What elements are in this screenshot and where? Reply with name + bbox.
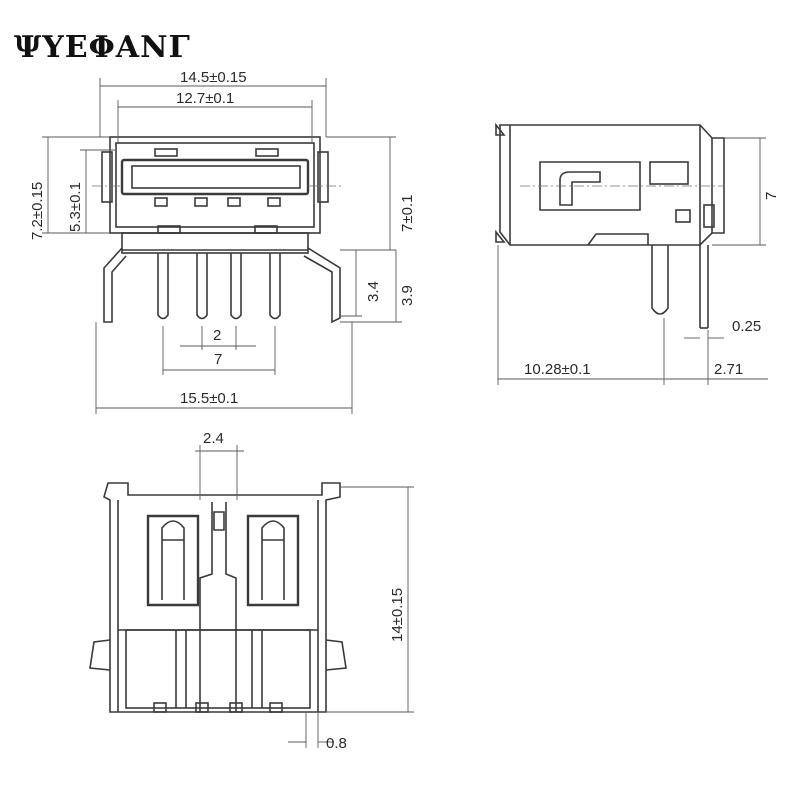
dim-top-length: 14±0.15 — [389, 588, 406, 642]
dim-pin-offset: 2.71 — [714, 361, 743, 378]
front-shell-inner — [115, 142, 315, 228]
dim-overall-height: 7.2±0.15 — [29, 182, 46, 240]
leg-left — [103, 247, 127, 323]
contact-tab — [154, 148, 178, 157]
top-pin — [195, 702, 209, 713]
dim-pin-thickness: 0.25 — [732, 318, 761, 335]
top-view: 2.4 14±0.15 0.8 — [89, 430, 414, 752]
usb-tongue — [131, 165, 301, 189]
top-frame — [103, 482, 341, 713]
top-lower-body — [125, 629, 311, 709]
front-shell — [109, 136, 321, 234]
top-center-slot — [199, 502, 213, 712]
front-view: 14.5±0.15 12.7±0.1 7.2±0.15 5.3±0.1 7±0.… — [29, 69, 416, 414]
top-clip-right — [325, 639, 347, 671]
pin — [157, 253, 169, 320]
front-flange-left — [101, 151, 113, 203]
dim-center-gap: 2.4 — [203, 430, 224, 447]
side-body — [499, 124, 725, 246]
top-latch-right — [246, 514, 300, 607]
side-pin — [651, 245, 669, 315]
dim-side-depth: 10.28±0.1 — [524, 361, 591, 378]
side-latch-window — [539, 161, 641, 211]
leg-right — [303, 247, 341, 324]
dim-pin-length-long: 3.9 — [399, 285, 416, 306]
pin — [269, 253, 281, 320]
side-opening — [649, 161, 689, 185]
top-latch-left — [146, 514, 200, 607]
front-base — [121, 232, 309, 254]
contact-tab — [227, 197, 241, 207]
contact-tab — [267, 197, 281, 207]
contact-tab — [194, 197, 208, 207]
top-spring-right — [261, 520, 285, 600]
side-opening — [675, 209, 691, 223]
top-pin — [229, 702, 243, 713]
dim-pin-length-short: 3.4 — [365, 281, 382, 302]
side-tab — [587, 233, 649, 246]
dim-pin-span: 7 — [214, 351, 222, 368]
pin — [230, 253, 242, 320]
dim-body-height: 7±0.1 — [399, 195, 416, 232]
front-flange-right — [317, 151, 329, 203]
dim-inner-height: 5.3±0.1 — [67, 182, 84, 232]
top-pin — [153, 702, 167, 713]
side-opening — [703, 204, 715, 228]
contact-tab — [255, 148, 279, 157]
dim-pin-width: 0.8 — [326, 735, 347, 752]
dim-leg-span: 15.5±0.1 — [180, 390, 238, 407]
top-clip-left — [89, 639, 111, 671]
dim-inner-width: 12.7±0.1 — [176, 90, 234, 107]
contact-tab — [154, 197, 168, 207]
brand-logo: ΨΥΕΦΑΝΓ — [14, 30, 191, 65]
usb-opening — [120, 158, 310, 196]
top-pin — [269, 702, 283, 713]
side-spring — [559, 171, 601, 206]
side-view: 7 0.25 10.28±0.1 2.71 — [495, 122, 780, 385]
dim-overall-width-top: 14.5±0.15 — [180, 69, 247, 86]
pin — [196, 253, 208, 320]
dim-side-height: 7 — [763, 192, 780, 200]
dim-pin-pitch: 2 — [213, 327, 221, 344]
top-spring-left — [161, 520, 185, 600]
